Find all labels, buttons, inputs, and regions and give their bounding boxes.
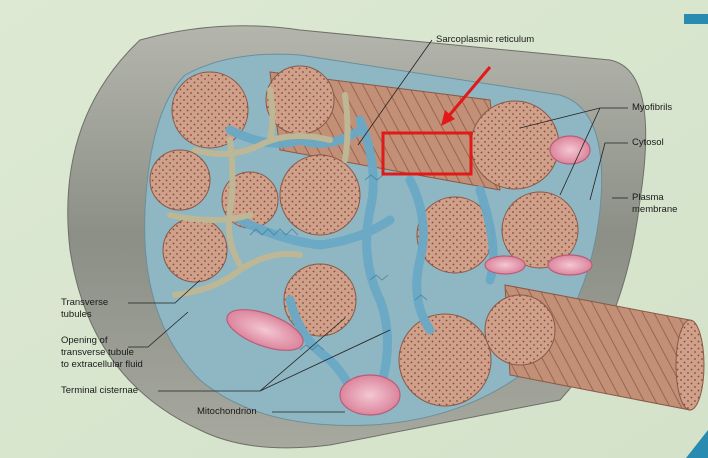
highlight-box bbox=[381, 131, 473, 176]
mitochondrion-shape bbox=[484, 255, 526, 275]
label-myofibrils: Myofibrils bbox=[632, 102, 673, 113]
label-transverse-tubules-line2: tubules bbox=[61, 309, 92, 320]
transverse-tubules-network bbox=[167, 87, 351, 298]
mitochondrion-shape bbox=[547, 254, 593, 276]
corner-accent-bottom bbox=[686, 430, 708, 458]
myofibril-section bbox=[283, 263, 357, 337]
label-sarcoplasmic-reticulum: Sarcoplasmic reticulum bbox=[436, 34, 535, 45]
label-mitochondrion: Mitochondrion bbox=[197, 406, 257, 417]
leader-lines bbox=[128, 39, 628, 413]
myofibril-section bbox=[149, 149, 211, 211]
leader-sarcoplasmic-reticulum bbox=[357, 39, 433, 146]
corner-accent-top bbox=[684, 14, 708, 24]
leader-transverse-tubules bbox=[128, 279, 201, 304]
myofibril-section bbox=[398, 313, 492, 407]
label-opening-line3: to extracellular fluid bbox=[61, 359, 143, 370]
leader-myofibrils-2 bbox=[559, 107, 601, 196]
sarcoplasmic-reticulum-network bbox=[225, 115, 498, 415]
label-cytosol: Cytosol bbox=[632, 137, 664, 148]
mitochondrion-shape bbox=[339, 374, 401, 416]
myofibril-section bbox=[162, 217, 228, 283]
leader-opening bbox=[128, 311, 189, 348]
leader-terminal-cisternae-2 bbox=[259, 329, 391, 392]
myofibril-section bbox=[484, 294, 556, 366]
label-plasma-membrane-line2: membrane bbox=[632, 204, 678, 215]
mitochondrion-shape bbox=[549, 135, 591, 165]
label-terminal-cisternae: Terminal cisternae bbox=[61, 385, 139, 396]
myofibril-end-right bbox=[675, 319, 705, 411]
label-opening-line2: transverse tubule bbox=[61, 347, 134, 358]
myofibril-section bbox=[279, 154, 361, 236]
highlight-arrow-head bbox=[441, 110, 455, 126]
myofibril-section bbox=[501, 191, 579, 269]
mitochondria bbox=[226, 135, 593, 416]
label-plasma-membrane-line1: Plasma bbox=[632, 192, 664, 203]
label-transverse-tubules-line1: Transverse bbox=[61, 297, 109, 308]
myofibril-section bbox=[265, 65, 335, 135]
label-opening-line1: Opening of bbox=[61, 335, 108, 346]
highlight-arrow bbox=[445, 66, 492, 119]
sarcoplasmic-reticulum-mesh bbox=[249, 174, 428, 351]
myofibril-section bbox=[470, 100, 560, 190]
myofibril-cross-sections bbox=[149, 65, 579, 407]
mitochondrion-shape bbox=[226, 309, 304, 351]
leader-cytosol bbox=[589, 142, 628, 201]
